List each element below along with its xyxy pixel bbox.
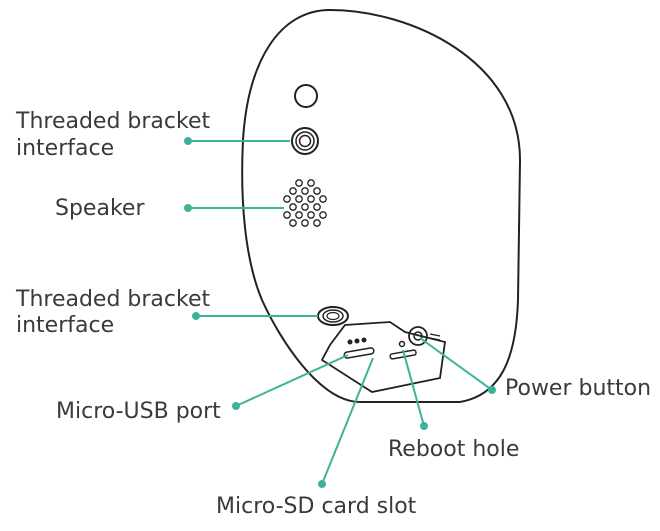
speaker-hole <box>289 187 297 195</box>
speaker-hole <box>313 219 321 227</box>
label-threaded-bracket-top-line2: interface <box>16 136 115 161</box>
leader-lines <box>184 137 496 488</box>
speaker-hole <box>283 211 291 219</box>
leader-reboot <box>402 349 425 427</box>
speaker-hole <box>313 187 321 195</box>
label-micro-usb-port: Micro-USB port <box>56 399 221 424</box>
leader-micro-usb <box>235 354 349 407</box>
speaker-hole <box>307 211 315 219</box>
speaker-hole <box>295 195 303 203</box>
micro-usb-port-shape <box>343 347 375 359</box>
speaker-hole <box>289 203 297 211</box>
leader-micro-sd <box>321 357 374 485</box>
camera-body-outline <box>241 8 522 403</box>
speaker-hole <box>301 203 309 211</box>
label-reboot-hole: Reboot hole <box>388 437 520 462</box>
power-button-shape <box>408 326 428 346</box>
speaker-hole <box>301 187 309 195</box>
leader-power <box>419 337 493 391</box>
speaker-hole <box>301 219 309 227</box>
label-threaded-bracket-bottom-line2: interface <box>16 313 115 338</box>
speaker-hole <box>313 203 321 211</box>
threaded-bracket-bottom <box>317 306 349 326</box>
speaker-hole <box>319 195 327 203</box>
speaker-hole <box>295 179 303 187</box>
label-threaded-bracket-top-line1: Threaded bracket <box>16 109 211 134</box>
speaker-hole <box>307 195 315 203</box>
speaker-hole <box>295 211 303 219</box>
port-panel <box>320 321 447 393</box>
label-threaded-bracket-bottom-line1: Threaded bracket <box>16 287 211 312</box>
label-speaker: Speaker <box>55 196 145 221</box>
sensor-hole <box>294 84 318 108</box>
threaded-bracket-top <box>291 127 319 155</box>
label-micro-sd-card-slot: Micro-SD card slot <box>216 494 417 519</box>
speaker-hole <box>319 211 327 219</box>
reboot-hole-shape <box>398 340 406 348</box>
speaker-hole <box>289 219 297 227</box>
label-power-button: Power button <box>505 376 652 401</box>
speaker-grille <box>283 179 327 227</box>
speaker-hole <box>307 179 315 187</box>
speaker-hole <box>283 195 291 203</box>
